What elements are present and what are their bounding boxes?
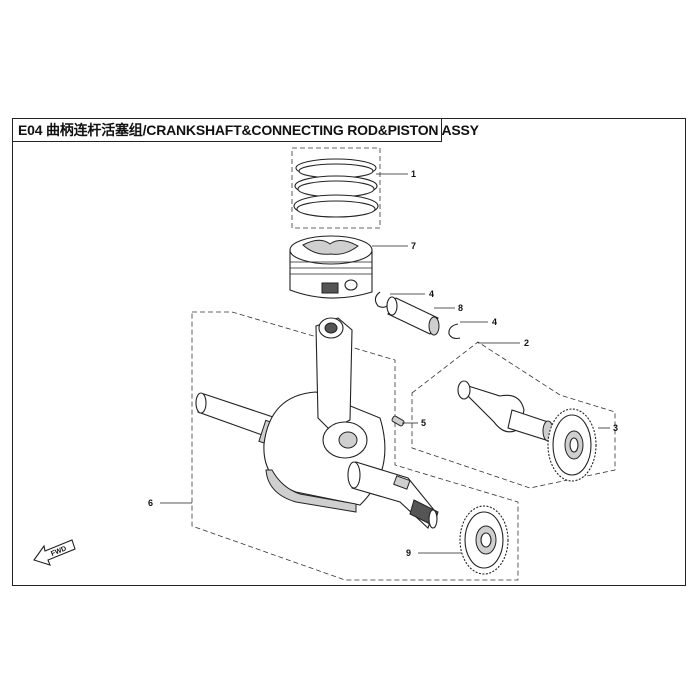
diagram-frame [12, 118, 686, 586]
callout-3: 3 [613, 423, 618, 433]
piston-rings [293, 158, 379, 218]
forward-arrow-icon: FWD [33, 539, 76, 566]
crankshaft-assembly [195, 317, 439, 529]
woodruff-key [391, 415, 405, 427]
title-box [12, 118, 442, 142]
page-title: E04 曲柄连杆活塞组/CRANKSHAFT&CONNECTING ROD&PI… [18, 122, 479, 138]
callout-7: 7 [411, 241, 416, 251]
callout-5: 5 [421, 418, 426, 428]
piston [289, 235, 373, 299]
callout-1: 1 [411, 169, 416, 179]
gear-9 [459, 505, 509, 575]
crankshaft-subassy-box [411, 341, 616, 489]
piston-rings-group-box [291, 147, 381, 229]
crankshaft-small [457, 380, 554, 442]
callout-9: 9 [406, 548, 411, 558]
callout-8: 8 [458, 303, 463, 313]
callout-6: 6 [148, 498, 153, 508]
callout-2: 2 [524, 338, 529, 348]
crankshaft-group-box [191, 311, 519, 581]
callout-4-upper: 4 [429, 289, 434, 299]
piston-pin [386, 296, 440, 336]
leader-lines [160, 173, 610, 554]
callout-4-lower: 4 [492, 317, 497, 327]
circlip-lower [448, 323, 461, 340]
gear-3 [547, 408, 597, 482]
